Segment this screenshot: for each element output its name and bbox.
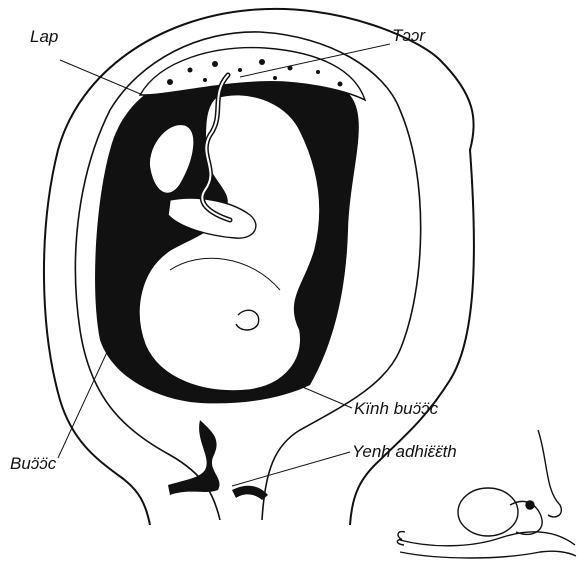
leader-buooc: [58, 350, 108, 458]
cervix-opening: [232, 486, 268, 500]
label-kinh-buooc: Kïnh buɔ̈ɔ̈c: [354, 400, 438, 417]
leader-yenh: [232, 452, 350, 486]
leader-lap: [60, 60, 150, 98]
label-buooc: Buɔ̈ɔ̈c: [10, 455, 56, 472]
leader-kinh: [286, 380, 352, 408]
label-yenh-adhieeth: Yenh adhiɛ̈ɛ̈th: [352, 443, 457, 460]
label-toor: Tɔɔr: [392, 27, 425, 44]
label-lap: Lap: [30, 28, 58, 45]
